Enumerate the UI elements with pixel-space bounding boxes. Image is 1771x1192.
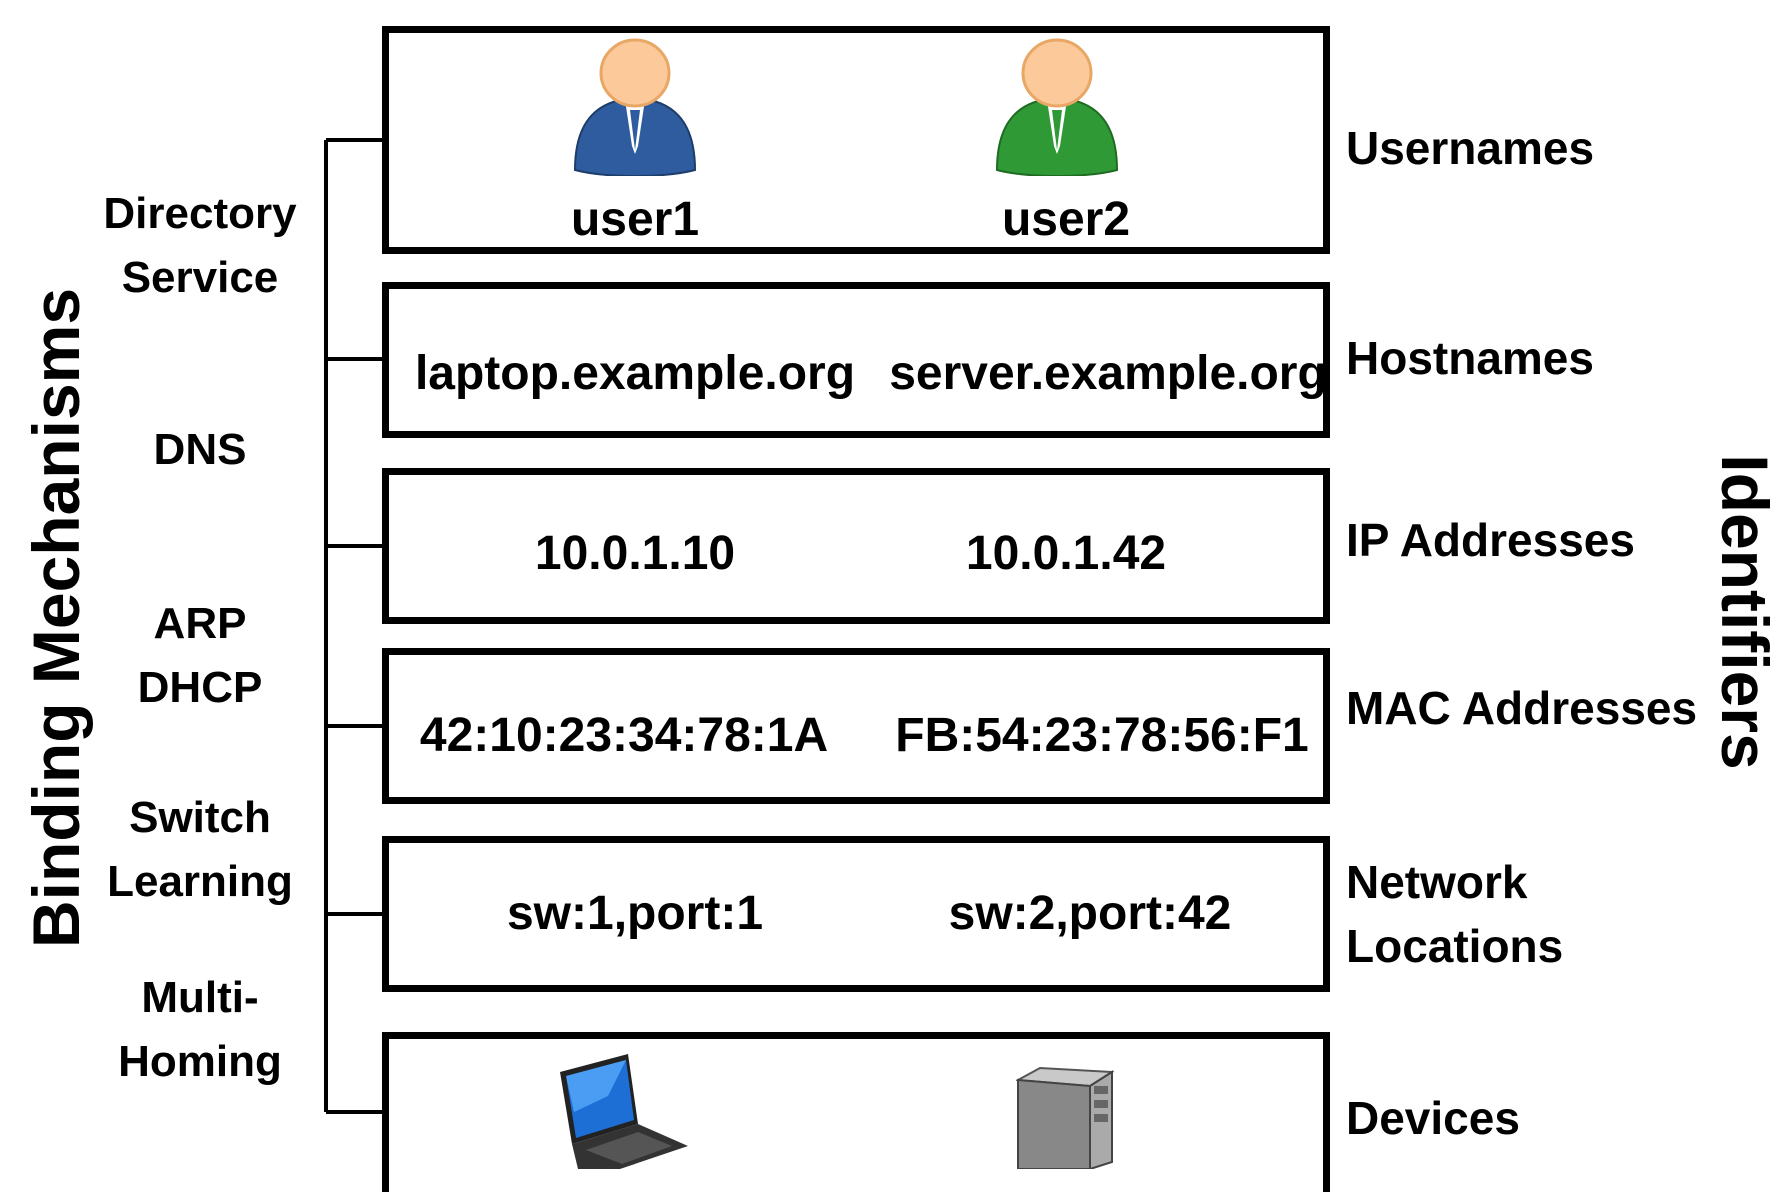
- row-label-network-locations: Network Locations: [1346, 856, 1564, 972]
- row-label-hostnames: Hostnames: [1346, 332, 1594, 384]
- mac-addresses-row-box: [382, 648, 1330, 804]
- server-tower-icon: [1014, 1066, 1116, 1171]
- mechanism-multi-homing: Multi- Homing: [118, 973, 282, 1086]
- row-label-mac-addresses: MAC Addresses: [1346, 682, 1698, 734]
- right-axis-title: Identifiers: [1708, 454, 1771, 770]
- ip-left: 10.0.1.10: [534, 527, 736, 580]
- location-left: sw:1,port:1: [506, 887, 764, 940]
- username-left: user1: [570, 193, 700, 246]
- row-label-devices: Devices: [1346, 1092, 1520, 1144]
- mechanism-directory-service: Directory Service: [103, 189, 297, 302]
- network-locations-row-box: [382, 836, 1330, 992]
- laptop-icon: [550, 1052, 690, 1169]
- devices-row-box: [382, 1032, 1330, 1192]
- mac-right: FB:54:23:78:56:F1: [895, 709, 1309, 762]
- username-right: user2: [1001, 193, 1131, 246]
- ip-addresses-row-box: [382, 468, 1330, 624]
- mac-left: 42:10:23:34:78:1A: [419, 709, 829, 762]
- usernames-row-box: [382, 26, 1330, 254]
- hostname-left: laptop.example.org: [414, 347, 856, 400]
- location-right: sw:2,port:42: [948, 887, 1232, 940]
- row-label-usernames: Usernames: [1346, 122, 1595, 174]
- person-icon: [570, 38, 700, 177]
- mechanism-arp-dhcp: ARP DHCP: [137, 599, 263, 712]
- mechanism-switch-learning: Switch Learning: [107, 793, 293, 906]
- person-icon: [992, 38, 1122, 177]
- mechanism-dns: DNS: [153, 425, 247, 474]
- hostnames-row-box: [382, 282, 1330, 438]
- ip-right: 10.0.1.42: [965, 527, 1167, 580]
- hostname-right: server.example.org: [889, 347, 1327, 400]
- row-label-ip-addresses: IP Addresses: [1346, 514, 1635, 566]
